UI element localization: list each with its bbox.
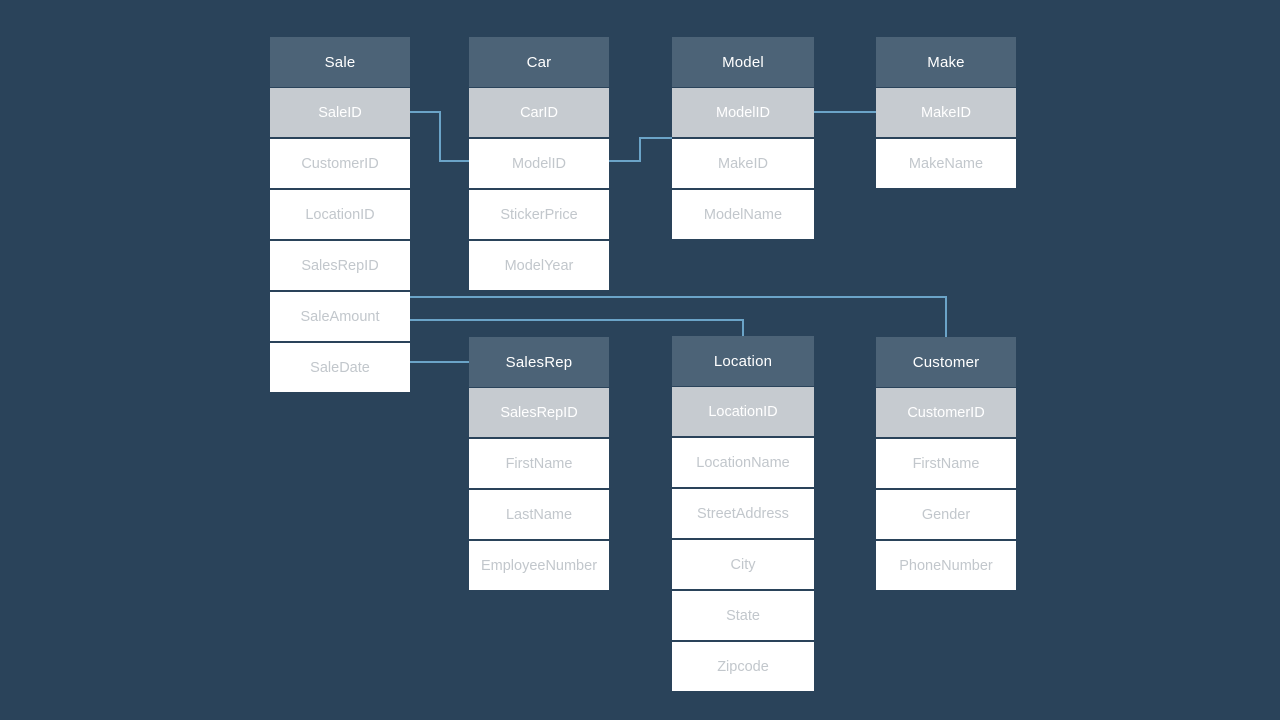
entity-field-make-makename[interactable]: MakeName (876, 139, 1016, 188)
entity-title-make: Make (876, 37, 1016, 87)
entity-field-location-city[interactable]: City (672, 540, 814, 589)
entity-field-sale-saleamount[interactable]: SaleAmount (270, 292, 410, 341)
entity-title-location: Location (672, 336, 814, 386)
entity-field-model-makeid[interactable]: MakeID (672, 139, 814, 188)
entity-field-car-modelyear[interactable]: ModelYear (469, 241, 609, 290)
entity-field-customer-firstname[interactable]: FirstName (876, 439, 1016, 488)
primary-key-field-customer-customerid[interactable]: CustomerID (876, 388, 1016, 437)
entity-field-salesrep-lastname[interactable]: LastName (469, 490, 609, 539)
relationship-line-sale-car (410, 111, 469, 162)
entity-field-location-zipcode[interactable]: Zipcode (672, 642, 814, 691)
entity-title-car: Car (469, 37, 609, 87)
entity-field-location-streetaddress[interactable]: StreetAddress (672, 489, 814, 538)
entity-field-customer-phonenumber[interactable]: PhoneNumber (876, 541, 1016, 590)
primary-key-field-location-locationid[interactable]: LocationID (672, 387, 814, 436)
entity-field-model-modelname[interactable]: ModelName (672, 190, 814, 239)
primary-key-field-car-carid[interactable]: CarID (469, 88, 609, 137)
entity-field-sale-customerid[interactable]: CustomerID (270, 139, 410, 188)
entity-field-sale-saledate[interactable]: SaleDate (270, 343, 410, 392)
entity-field-location-state[interactable]: State (672, 591, 814, 640)
entity-field-sale-locationid[interactable]: LocationID (270, 190, 410, 239)
entity-field-customer-gender[interactable]: Gender (876, 490, 1016, 539)
entity-title-customer: Customer (876, 337, 1016, 387)
entity-field-car-modelid[interactable]: ModelID (469, 139, 609, 188)
entity-title-model: Model (672, 37, 814, 87)
relationship-line-sale-customer (410, 296, 947, 337)
entity-field-salesrep-employeenumber[interactable]: EmployeeNumber (469, 541, 609, 590)
primary-key-field-sale-saleid[interactable]: SaleID (270, 88, 410, 137)
entity-field-salesrep-firstname[interactable]: FirstName (469, 439, 609, 488)
relationship-line-sale-location (410, 319, 744, 336)
entity-title-sale: Sale (270, 37, 410, 87)
relationship-line-car-model (609, 137, 672, 162)
entity-title-salesrep: SalesRep (469, 337, 609, 387)
entity-field-car-stickerprice[interactable]: StickerPrice (469, 190, 609, 239)
primary-key-field-model-modelid[interactable]: ModelID (672, 88, 814, 137)
primary-key-field-salesrep-salesrepid[interactable]: SalesRepID (469, 388, 609, 437)
entity-field-sale-salesrepid[interactable]: SalesRepID (270, 241, 410, 290)
primary-key-field-make-makeid[interactable]: MakeID (876, 88, 1016, 137)
entity-field-location-locationname[interactable]: LocationName (672, 438, 814, 487)
